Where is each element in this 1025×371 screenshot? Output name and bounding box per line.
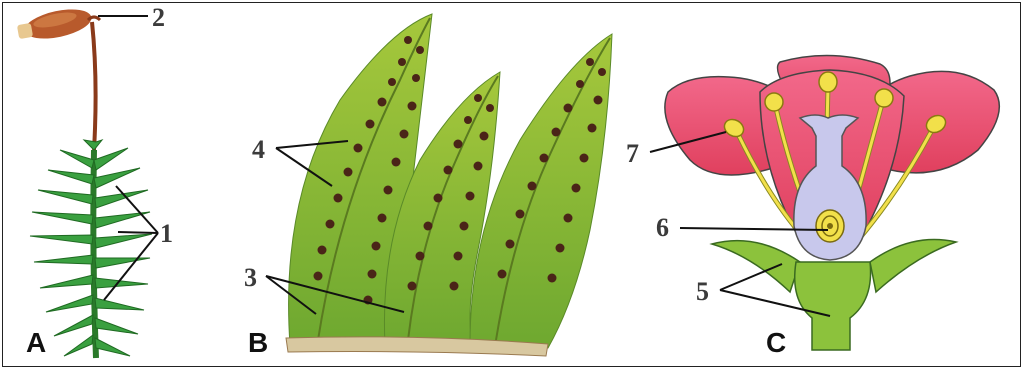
label-3: 3	[244, 263, 257, 292]
label-6: 6	[656, 213, 669, 242]
label-7: 7	[626, 139, 639, 168]
panel-label-c: C	[766, 327, 786, 358]
moss-seta	[92, 22, 96, 150]
moss-gametophyte	[30, 140, 152, 358]
ovule	[816, 210, 844, 242]
sepal-left	[712, 241, 800, 292]
panel-label-b: B	[248, 327, 268, 358]
label-4: 4	[252, 135, 265, 164]
panel-label-a: A	[26, 327, 46, 358]
fern-fronds	[286, 14, 612, 356]
flower	[665, 55, 999, 350]
sepal-right	[870, 240, 956, 293]
moss-capsule	[17, 4, 100, 44]
label-1: 1	[160, 219, 173, 248]
leader-1b	[118, 232, 158, 233]
moss-plant	[17, 4, 152, 358]
label-5: 5	[696, 277, 709, 306]
label-2: 2	[152, 3, 165, 32]
receptacle	[795, 262, 871, 350]
